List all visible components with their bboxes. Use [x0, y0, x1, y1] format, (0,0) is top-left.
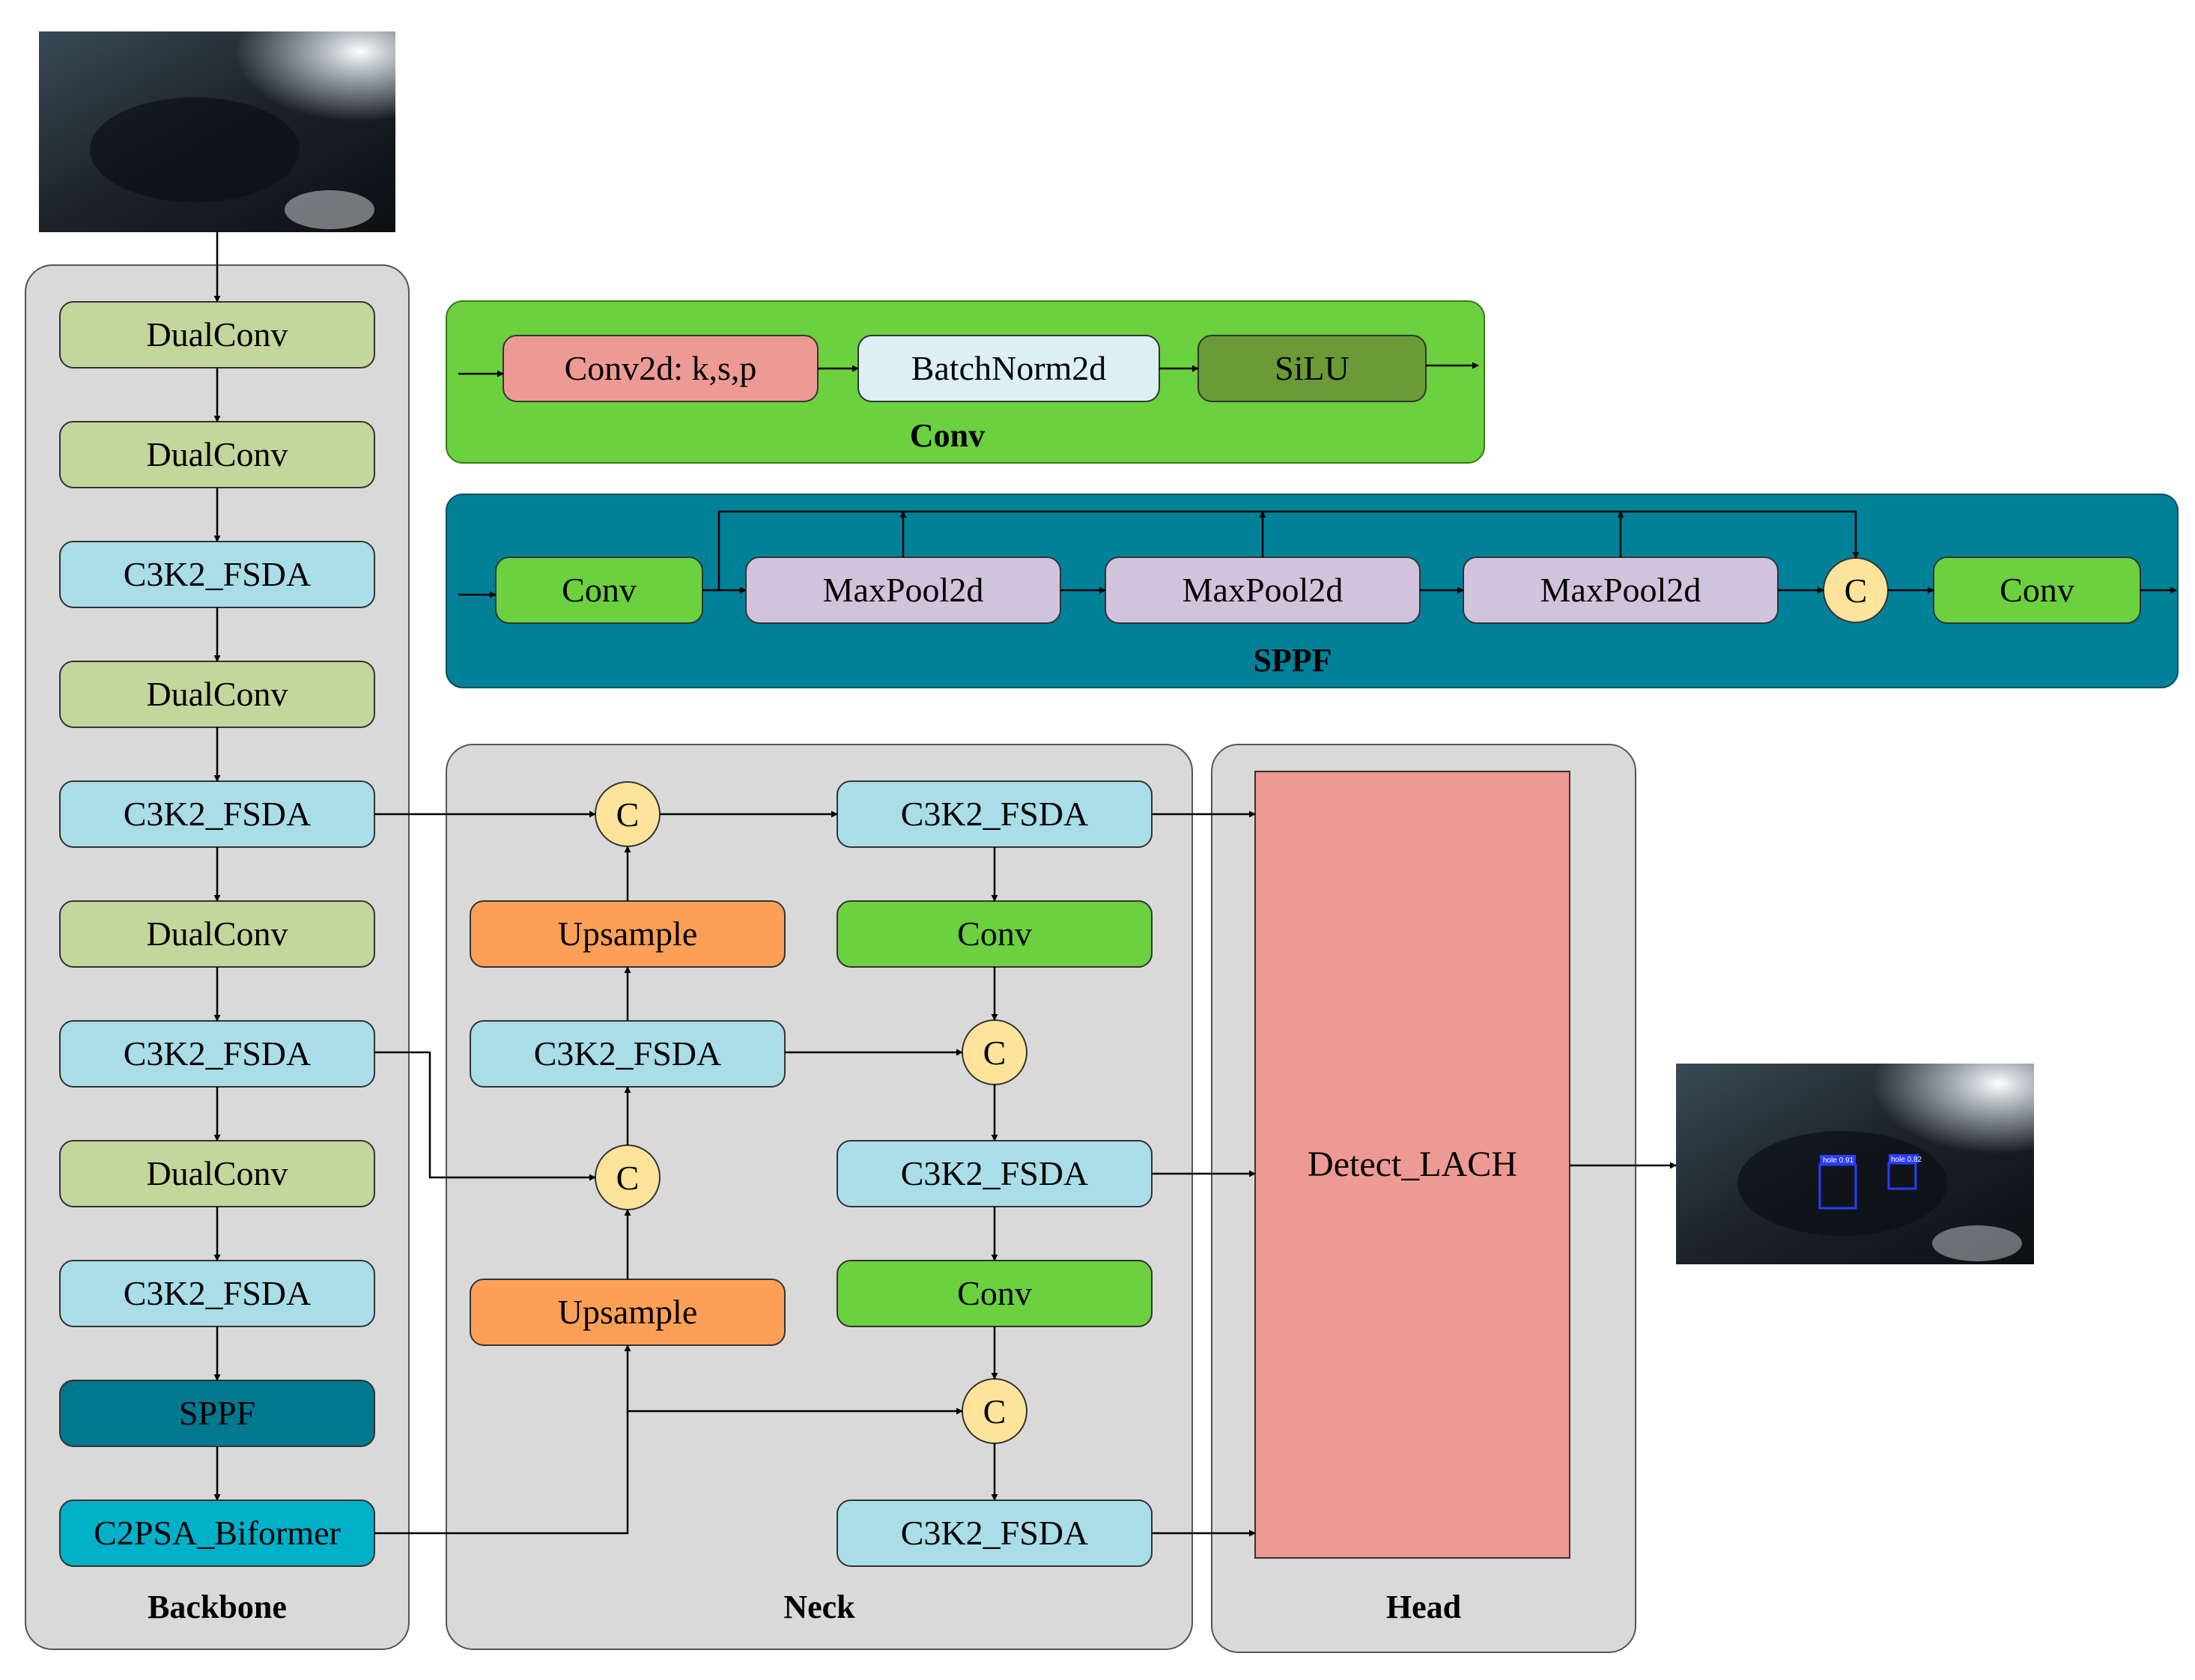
svg-text:C3K2_FSDA: C3K2_FSDA	[124, 1034, 312, 1073]
backbone-block-dualconv: DualConv	[59, 900, 375, 968]
svg-text:C3K2_FSDA: C3K2_FSDA	[901, 1154, 1089, 1192]
sppf-block-conv: Conv	[495, 557, 703, 624]
svg-text:BatchNorm2d: BatchNorm2d	[911, 349, 1107, 387]
neck-title: Neck	[783, 1589, 855, 1625]
svg-text:MaxPool2d: MaxPool2d	[1182, 571, 1344, 609]
svg-text:Conv: Conv	[2000, 571, 2074, 609]
svg-text:C: C	[1845, 571, 1868, 610]
svg-text:C3K2_FSDA: C3K2_FSDA	[901, 1514, 1089, 1552]
neck-concat: C	[962, 1378, 1027, 1444]
svg-text:Conv: Conv	[957, 1274, 1032, 1312]
sppf-block-maxpool: MaxPool2d	[1105, 557, 1421, 624]
svg-text:MaxPool2d: MaxPool2d	[1540, 571, 1701, 609]
backbone-block-c3k2: C3K2_FSDA	[59, 1260, 375, 1327]
svg-text:C: C	[616, 795, 640, 834]
backbone-block-dualconv: DualConv	[59, 301, 375, 369]
detection-label: hole 0.82	[1891, 1156, 1922, 1164]
sppf-module-title: SPPF	[1253, 642, 1332, 679]
svg-text:C3K2_FSDA: C3K2_FSDA	[124, 795, 312, 833]
svg-text:SPPF: SPPF	[179, 1394, 255, 1432]
input-image	[39, 31, 395, 232]
arrow	[374, 1344, 631, 1535]
neck-concat: C	[962, 1019, 1027, 1085]
svg-text:DualConv: DualConv	[146, 915, 288, 953]
backbone-block-c3k2: C3K2_FSDA	[59, 780, 375, 848]
sppf-block-maxpool: MaxPool2d	[745, 557, 1061, 624]
neck-c3k2: C3K2_FSDA	[837, 1140, 1153, 1207]
neck-c3k2: C3K2_FSDA	[837, 780, 1153, 848]
neck-c3k2: C3K2_FSDA	[470, 1020, 786, 1088]
neck-concat: C	[595, 1144, 661, 1210]
svg-text:MaxPool2d: MaxPool2d	[823, 571, 984, 609]
svg-text:C3K2_FSDA: C3K2_FSDA	[901, 795, 1089, 833]
svg-text:DualConv: DualConv	[146, 1154, 288, 1192]
backbone-block-dualconv: DualConv	[59, 661, 375, 728]
svg-text:Conv: Conv	[957, 915, 1032, 953]
svg-text:C: C	[616, 1159, 640, 1197]
sppf-concat: C	[1823, 557, 1889, 623]
output-image: hole 0.91 hole 0.82	[1676, 1064, 2034, 1264]
backbone-block-dualconv: DualConv	[59, 421, 375, 488]
svg-text:C: C	[983, 1034, 1007, 1072]
svg-text:C3K2_FSDA: C3K2_FSDA	[534, 1034, 722, 1073]
svg-text:C: C	[983, 1392, 1007, 1431]
backbone-title: Backbone	[148, 1589, 287, 1625]
head-detect-block: Detect_LACH	[1254, 771, 1570, 1559]
svg-text:C3K2_FSDA: C3K2_FSDA	[124, 1274, 312, 1312]
neck-conv: Conv	[837, 1260, 1153, 1327]
svg-text:Detect_LACH: Detect_LACH	[1308, 1144, 1517, 1184]
backbone-block-c3k2: C3K2_FSDA	[59, 1020, 375, 1088]
svg-text:DualConv: DualConv	[146, 675, 288, 713]
arrow	[374, 1051, 596, 1181]
conv-module-title: Conv	[910, 417, 985, 454]
backbone-blocks: DualConv DualConv C3K2_FSDA DualConv C3K…	[59, 301, 375, 1567]
svg-text:Upsample: Upsample	[558, 915, 698, 953]
neck-upsample: Upsample	[470, 900, 786, 968]
backbone-block-dualconv: DualConv	[59, 1140, 375, 1207]
svg-text:Conv2d: k,s,p: Conv2d: k,s,p	[565, 349, 757, 387]
neck-upsample: Upsample	[470, 1279, 786, 1346]
conv-block-batchnorm: BatchNorm2d	[857, 335, 1160, 402]
neck-concat: C	[595, 781, 661, 847]
connector-arrows	[213, 232, 2177, 1537]
neck-c3k2: C3K2_FSDA	[837, 1499, 1153, 1567]
backbone-block-sppf: SPPF	[59, 1380, 375, 1447]
detection-box	[1818, 1163, 1857, 1210]
svg-text:C2PSA_Biformer: C2PSA_Biformer	[94, 1514, 341, 1552]
svg-text:DualConv: DualConv	[146, 315, 288, 354]
head-title: Head	[1386, 1589, 1461, 1625]
arrow	[713, 510, 1859, 592]
svg-text:DualConv: DualConv	[146, 435, 288, 473]
backbone-block-c3k2: C3K2_FSDA	[59, 541, 375, 608]
svg-text:Upsample: Upsample	[558, 1293, 698, 1331]
sppf-block-conv: Conv	[1933, 557, 2141, 624]
svg-text:Conv: Conv	[562, 571, 637, 609]
detection-label: hole 0.91	[1823, 1156, 1854, 1165]
conv-block-conv2d: Conv2d: k,s,p	[503, 335, 819, 402]
conv-block-silu: SiLU	[1197, 335, 1427, 402]
backbone-block-c2psa: C2PSA_Biformer	[59, 1499, 375, 1567]
neck-conv: Conv	[837, 900, 1153, 968]
svg-text:SiLU: SiLU	[1275, 349, 1350, 387]
svg-text:C3K2_FSDA: C3K2_FSDA	[124, 555, 312, 593]
sppf-block-maxpool: MaxPool2d	[1463, 557, 1779, 624]
